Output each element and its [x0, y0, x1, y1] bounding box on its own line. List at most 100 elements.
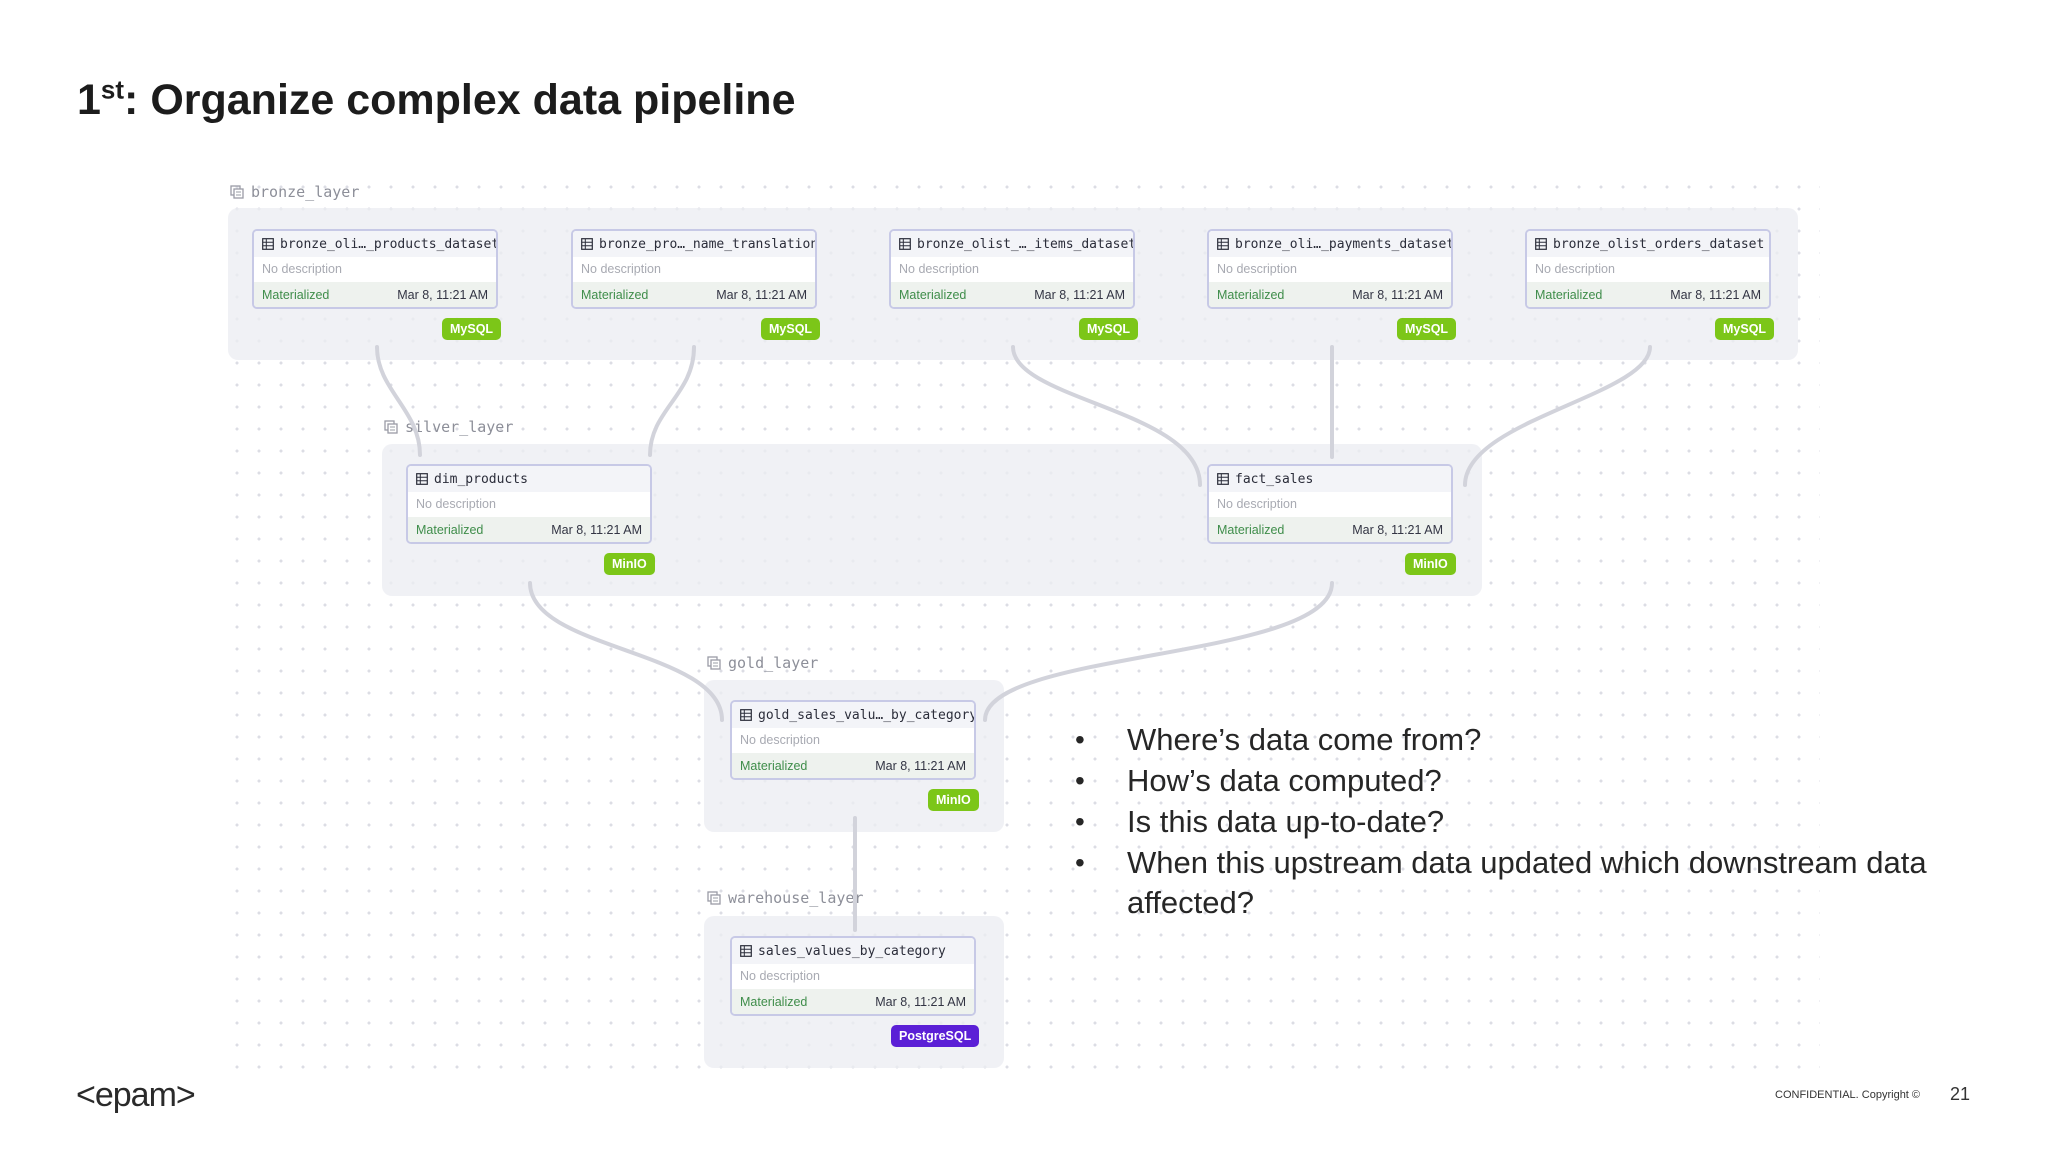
asset-status: Materialized	[1217, 522, 1285, 537]
question-item: • Is this data up-to-date?	[1075, 802, 1975, 842]
question-text: Is this data up-to-date?	[1127, 804, 1445, 839]
epam-logo: <epam>	[76, 1076, 196, 1114]
asset-status: Materialized	[1535, 287, 1603, 302]
asset-status-row: Materialized Mar 8, 11:21 AM	[1527, 282, 1769, 307]
slide-title: 1st: Organize complex data pipeline	[77, 76, 795, 125]
table-icon	[1217, 473, 1229, 485]
asset-card[interactable]: bronze_oli…_payments_dataset No descript…	[1207, 229, 1453, 309]
asset-name: fact_sales	[1235, 471, 1314, 487]
asset-card[interactable]: bronze_olist_…_items_dataset No descript…	[889, 229, 1135, 309]
kind-badge-postgresql: PostgreSQL	[891, 1025, 980, 1047]
asset-name: gold_sales_valu…_by_category	[758, 707, 976, 723]
asset-card-header: dim_products	[408, 466, 650, 492]
asset-card[interactable]: gold_sales_valu…_by_category No descript…	[730, 700, 976, 780]
asset-name: bronze_olist_orders_dataset	[1553, 236, 1765, 252]
asset-description: No description	[1217, 262, 1297, 276]
table-icon	[740, 709, 752, 721]
question-text: Where’s data come from?	[1127, 722, 1482, 757]
table-icon	[262, 238, 274, 250]
asset-card[interactable]: sales_values_by_category No description …	[730, 936, 976, 1016]
question-list: • Where’s data come from? •How’s data com…	[1075, 720, 1975, 924]
question-item: •How’s data computed?	[1075, 761, 1975, 801]
asset-card[interactable]: bronze_oli…_products_dataset No descript…	[252, 229, 498, 309]
asset-description: No description	[416, 497, 496, 511]
asset-timestamp: Mar 8, 11:21 AM	[1670, 287, 1761, 302]
group-label-bronze[interactable]: bronze_layer	[230, 183, 359, 201]
asset-status: Materialized	[740, 758, 808, 773]
asset-status: Materialized	[581, 287, 649, 302]
asset-status-row: Materialized Mar 8, 11:21 AM	[891, 282, 1133, 307]
asset-card-header: bronze_oli…_payments_dataset	[1209, 231, 1451, 257]
bullet-icon: •	[1075, 765, 1085, 796]
asset-card[interactable]: dim_products No description Materialized…	[406, 464, 652, 544]
layers-icon	[384, 420, 398, 434]
asset-card-header: bronze_olist_orders_dataset	[1527, 231, 1769, 257]
asset-card-header: sales_values_by_category	[732, 938, 974, 964]
table-icon	[740, 945, 752, 957]
kind-badge-minio: MinIO	[604, 553, 655, 575]
asset-name: dim_products	[434, 471, 528, 487]
asset-name: sales_values_by_category	[758, 943, 946, 959]
asset-card-header: fact_sales	[1209, 466, 1451, 492]
asset-card-header: bronze_oli…_products_dataset	[254, 231, 496, 257]
asset-status: Materialized	[262, 287, 330, 302]
asset-timestamp: Mar 8, 11:21 AM	[1352, 287, 1443, 302]
question-text: When this upstream data updated which do…	[1127, 845, 1927, 920]
asset-status: Materialized	[899, 287, 967, 302]
group-label-warehouse[interactable]: warehouse_layer	[707, 889, 863, 907]
group-label-text: bronze_layer	[251, 183, 360, 201]
kind-badge-mysql: MySQL	[761, 318, 821, 340]
asset-name: bronze_oli…_payments_dataset	[1235, 236, 1453, 252]
page-number: 21	[1950, 1084, 1971, 1104]
asset-description: No description	[740, 969, 820, 983]
title-superscript: st	[100, 74, 125, 105]
asset-card-header: gold_sales_valu…_by_category	[732, 702, 974, 728]
asset-status: Materialized	[1217, 287, 1285, 302]
bullet-icon: •	[1075, 724, 1085, 755]
asset-status-row: Materialized Mar 8, 11:21 AM	[1209, 517, 1451, 542]
asset-description: No description	[1535, 262, 1615, 276]
asset-status-row: Materialized Mar 8, 11:21 AM	[1209, 282, 1451, 307]
kind-badge-mysql: MySQL	[1715, 318, 1775, 340]
asset-timestamp: Mar 8, 11:21 AM	[716, 287, 807, 302]
kind-badge-mysql: MySQL	[442, 318, 502, 340]
asset-status: Materialized	[740, 994, 808, 1009]
layers-icon	[230, 185, 244, 199]
asset-timestamp: Mar 8, 11:21 AM	[875, 758, 966, 773]
asset-card[interactable]: bronze_pro…_name_translation No descript…	[571, 229, 817, 309]
layers-icon	[707, 891, 721, 905]
title-text: : Organize complex data pipeline	[124, 76, 796, 124]
asset-description: No description	[899, 262, 979, 276]
asset-name: bronze_olist_…_items_dataset	[917, 236, 1135, 252]
asset-timestamp: Mar 8, 11:21 AM	[875, 994, 966, 1009]
asset-timestamp: Mar 8, 11:21 AM	[1352, 522, 1443, 537]
asset-status-row: Materialized Mar 8, 11:21 AM	[732, 753, 974, 778]
asset-status-row: Materialized Mar 8, 11:21 AM	[408, 517, 650, 542]
asset-name: bronze_pro…_name_translation	[599, 236, 817, 252]
table-icon	[899, 238, 911, 250]
asset-card[interactable]: bronze_olist_orders_dataset No descripti…	[1525, 229, 1771, 309]
kind-badge-minio: MinIO	[1405, 553, 1456, 575]
table-icon	[1217, 238, 1229, 250]
title-number: 1	[77, 76, 101, 124]
asset-status-row: Materialized Mar 8, 11:21 AM	[732, 989, 974, 1014]
group-label-silver[interactable]: silver_layer	[384, 418, 513, 436]
group-label-gold[interactable]: gold_layer	[707, 654, 818, 672]
asset-status: Materialized	[416, 522, 484, 537]
asset-status-row: Materialized Mar 8, 11:21 AM	[573, 282, 815, 307]
asset-card-header: bronze_pro…_name_translation	[573, 231, 815, 257]
kind-badge-mysql: MySQL	[1397, 318, 1457, 340]
asset-description: No description	[262, 262, 342, 276]
asset-timestamp: Mar 8, 11:21 AM	[551, 522, 642, 537]
table-icon	[416, 473, 428, 485]
asset-card-header: bronze_olist_…_items_dataset	[891, 231, 1133, 257]
table-icon	[1535, 238, 1547, 250]
asset-timestamp: Mar 8, 11:21 AM	[1034, 287, 1125, 302]
question-item: • When this upstream data updated which d…	[1075, 843, 1975, 923]
kind-badge-mysql: MySQL	[1079, 318, 1139, 340]
bullet-icon: •	[1075, 847, 1085, 878]
asset-name: bronze_oli…_products_dataset	[280, 236, 498, 252]
bullet-icon: •	[1075, 806, 1085, 837]
